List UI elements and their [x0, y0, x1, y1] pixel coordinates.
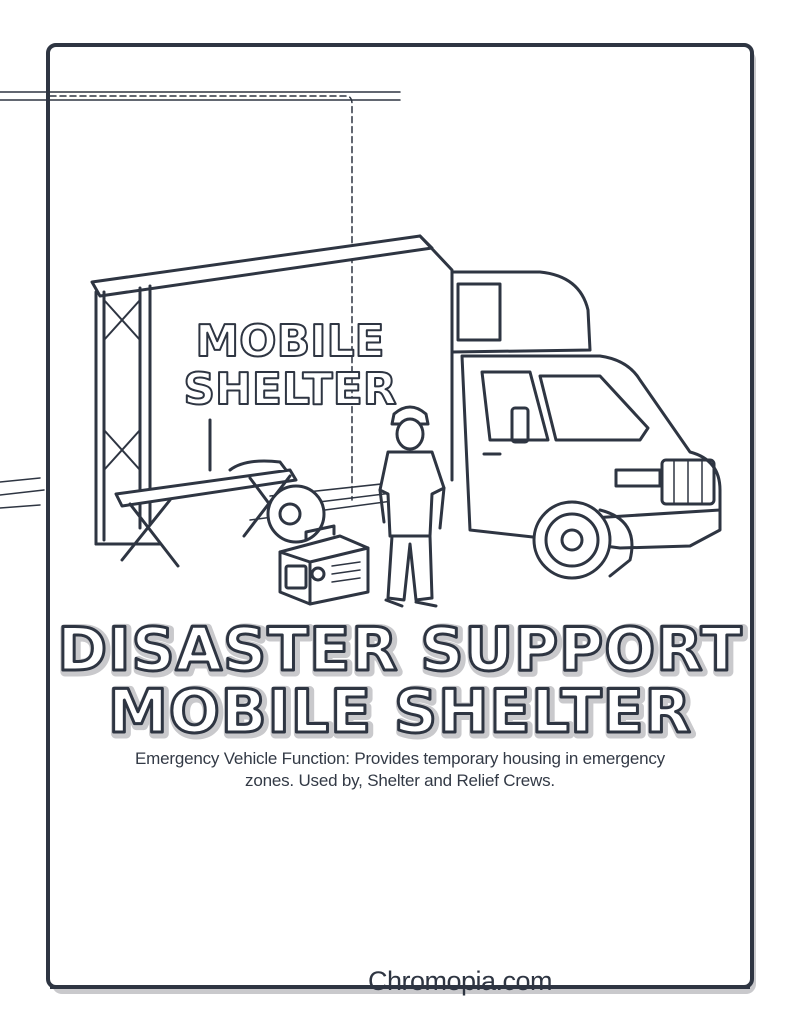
sign-line-1: MOBILE: [195, 316, 384, 367]
caption: Emergency Vehicle Function: Provides tem…: [80, 748, 720, 792]
title-line-2-shadow: MOBILE SHELTER: [110, 679, 694, 749]
title-line-1: DISASTER SUPPORT: [57, 615, 742, 685]
footer-divider-right: [624, 985, 750, 989]
sign-line-2: SHELTER: [183, 364, 396, 415]
shelter-sign: MOBILE SHELTER: [182, 315, 397, 416]
truck: [450, 270, 722, 550]
stray-guide-lines: [0, 91, 401, 521]
footer-divider-left: [50, 985, 294, 989]
title-block: DISASTER SUPPORT DISASTER SUPPORT MOBILE…: [55, 613, 748, 751]
title-line-2: MOBILE SHELTER: [108, 677, 692, 747]
awning: [90, 234, 454, 546]
truck-wheel: [532, 500, 634, 580]
brand-footer: Chromopia.com: [367, 966, 553, 996]
cable-reel: [266, 484, 326, 544]
generator: [278, 524, 370, 606]
relief-worker: [378, 405, 446, 608]
caption-line-1: Emergency Vehicle Function: Provides tem…: [135, 749, 665, 768]
caption-line-2: zones. Used by, Shelter and Relief Crews…: [245, 771, 555, 790]
title-line-1-shadow: DISASTER SUPPORT: [59, 617, 744, 687]
